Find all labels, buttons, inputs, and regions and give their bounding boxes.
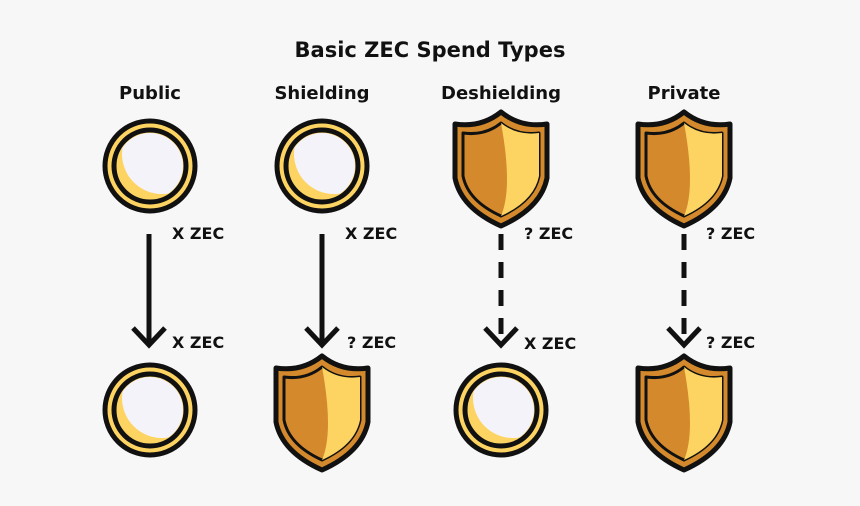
private-input-label: ? ZEC <box>706 224 756 243</box>
deshielding-input-label: ? ZEC <box>524 224 574 243</box>
column-heading-deshielding: Deshielding <box>441 83 561 104</box>
shielding-input-label: X ZEC <box>345 224 398 243</box>
public-output-coin-icon <box>105 358 202 455</box>
shielding-output-label: ? ZEC <box>347 333 397 352</box>
private-output-label: ? ZEC <box>706 333 756 352</box>
public-output-label: X ZEC <box>172 333 225 352</box>
diagram-title: Basic ZEC Spend Types <box>294 38 566 62</box>
deshielding-shield-icon <box>455 112 547 226</box>
shielding-output-shield-icon <box>276 356 368 470</box>
column-heading-private: Private <box>647 83 721 104</box>
public-coin-icon <box>105 114 202 211</box>
public-input-label: X ZEC <box>172 224 225 243</box>
deshielding-output-coin-icon <box>456 358 553 455</box>
deshielding-output-label: X ZEC <box>524 334 577 353</box>
private-output-shield-icon <box>638 356 730 470</box>
column-heading-public: Public <box>119 83 181 104</box>
column-heading-shielding: Shielding <box>274 83 370 104</box>
private-shield-icon <box>638 112 730 226</box>
shielding-coin-icon <box>277 114 374 211</box>
